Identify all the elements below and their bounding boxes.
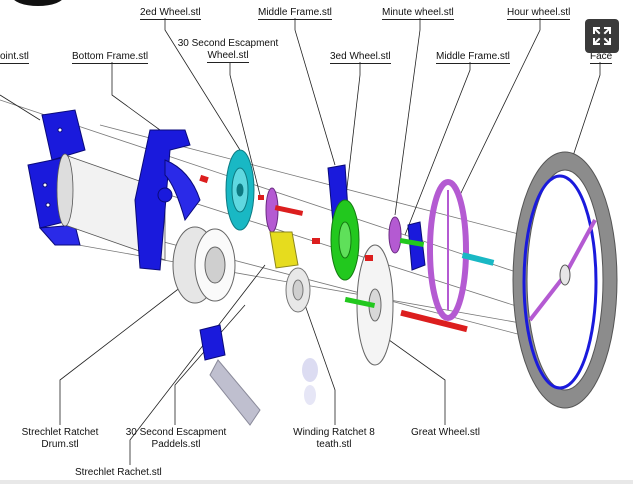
label-bottom-frame-text: Bottom Frame.stl (72, 51, 149, 64)
shafts (199, 174, 495, 333)
leader-lines (0, 18, 601, 465)
middle-frame-part (407, 221, 426, 271)
label-middle-frame-top: Middle Frame.stl (258, 7, 332, 20)
second-wheel-part (225, 149, 255, 231)
label-third-wheel: 3ed Wheel.stl (330, 51, 391, 64)
minute-wheel-part (388, 216, 402, 254)
paddels-part (199, 324, 318, 426)
escapement-paddle-yellow (269, 231, 299, 269)
label-hour-wheel-text: Hour wheel.stl (507, 7, 571, 20)
label-third-wheel-text: 3ed Wheel.stl (330, 51, 391, 64)
bottom-frame-part (134, 129, 201, 271)
expand-icon (593, 27, 611, 45)
label-ratchet-drum-line2: Drum.stl (41, 439, 79, 450)
third-wheel-part (330, 199, 360, 281)
label-strechlet-ratchet-text: Strechlet Rachet.stl (75, 467, 162, 478)
label-strechlet-ratchet: Strechlet Rachet.stl (75, 467, 162, 479)
label-second-wheel: 2ed Wheel.stl (140, 7, 201, 20)
label-escapment-wheel-line1: 30 Second Escapment (177, 38, 279, 49)
label-face-text: Face (590, 51, 613, 64)
bottom-border (0, 480, 633, 484)
label-winding-ratchet-line1: Winding Ratchet 8 (293, 427, 375, 438)
label-middle-frame: Middle Frame.stl (436, 51, 510, 64)
label-escapment-paddels: 30 Second Escapment Paddels.stl (124, 427, 228, 451)
label-middle-frame-top-text: Middle Frame.stl (258, 7, 332, 20)
label-second-wheel-text: 2ed Wheel.stl (140, 7, 201, 20)
label-ratchet-drum-line1: Strechlet Ratchet (21, 427, 99, 438)
ratchet-drum-part (172, 226, 236, 304)
winding-ratchet-part (285, 267, 311, 313)
label-escapment-paddels-line2: Paddels.stl (151, 439, 201, 450)
label-escapment-wheel-line2: Wheel.stl (207, 50, 249, 63)
label-winding-ratchet: Winding Ratchet 8 teath.stl (288, 427, 380, 451)
partial-top-disc (12, 0, 64, 6)
label-face: Face (590, 51, 613, 64)
label-point-text: oint.stl (0, 51, 29, 64)
label-great-wheel-text: Great Wheel.stl (411, 427, 480, 438)
label-ratchet-drum: Strechlet Ratchet Drum.stl (14, 427, 106, 451)
label-bottom-frame: Bottom Frame.stl (72, 51, 149, 64)
label-minute-wheel-text: Minute wheel.stl (382, 7, 454, 20)
great-wheel-part (356, 244, 394, 366)
label-great-wheel: Great Wheel.stl (411, 427, 480, 439)
hour-wheel-part (427, 179, 469, 321)
label-winding-ratchet-line2: teath.stl (316, 439, 352, 450)
label-escapment-wheel: 30 Second Escapment Wheel.stl (176, 38, 280, 63)
label-minute-wheel: Minute wheel.stl (382, 7, 454, 20)
label-middle-frame-text: Middle Frame.stl (436, 51, 510, 64)
face-part (512, 151, 618, 409)
expand-button[interactable] (585, 19, 619, 53)
label-point: oint.stl (0, 51, 29, 64)
label-escapment-paddels-line1: 30 Second Escapment (125, 427, 227, 438)
label-hour-wheel: Hour wheel.stl (507, 7, 571, 20)
